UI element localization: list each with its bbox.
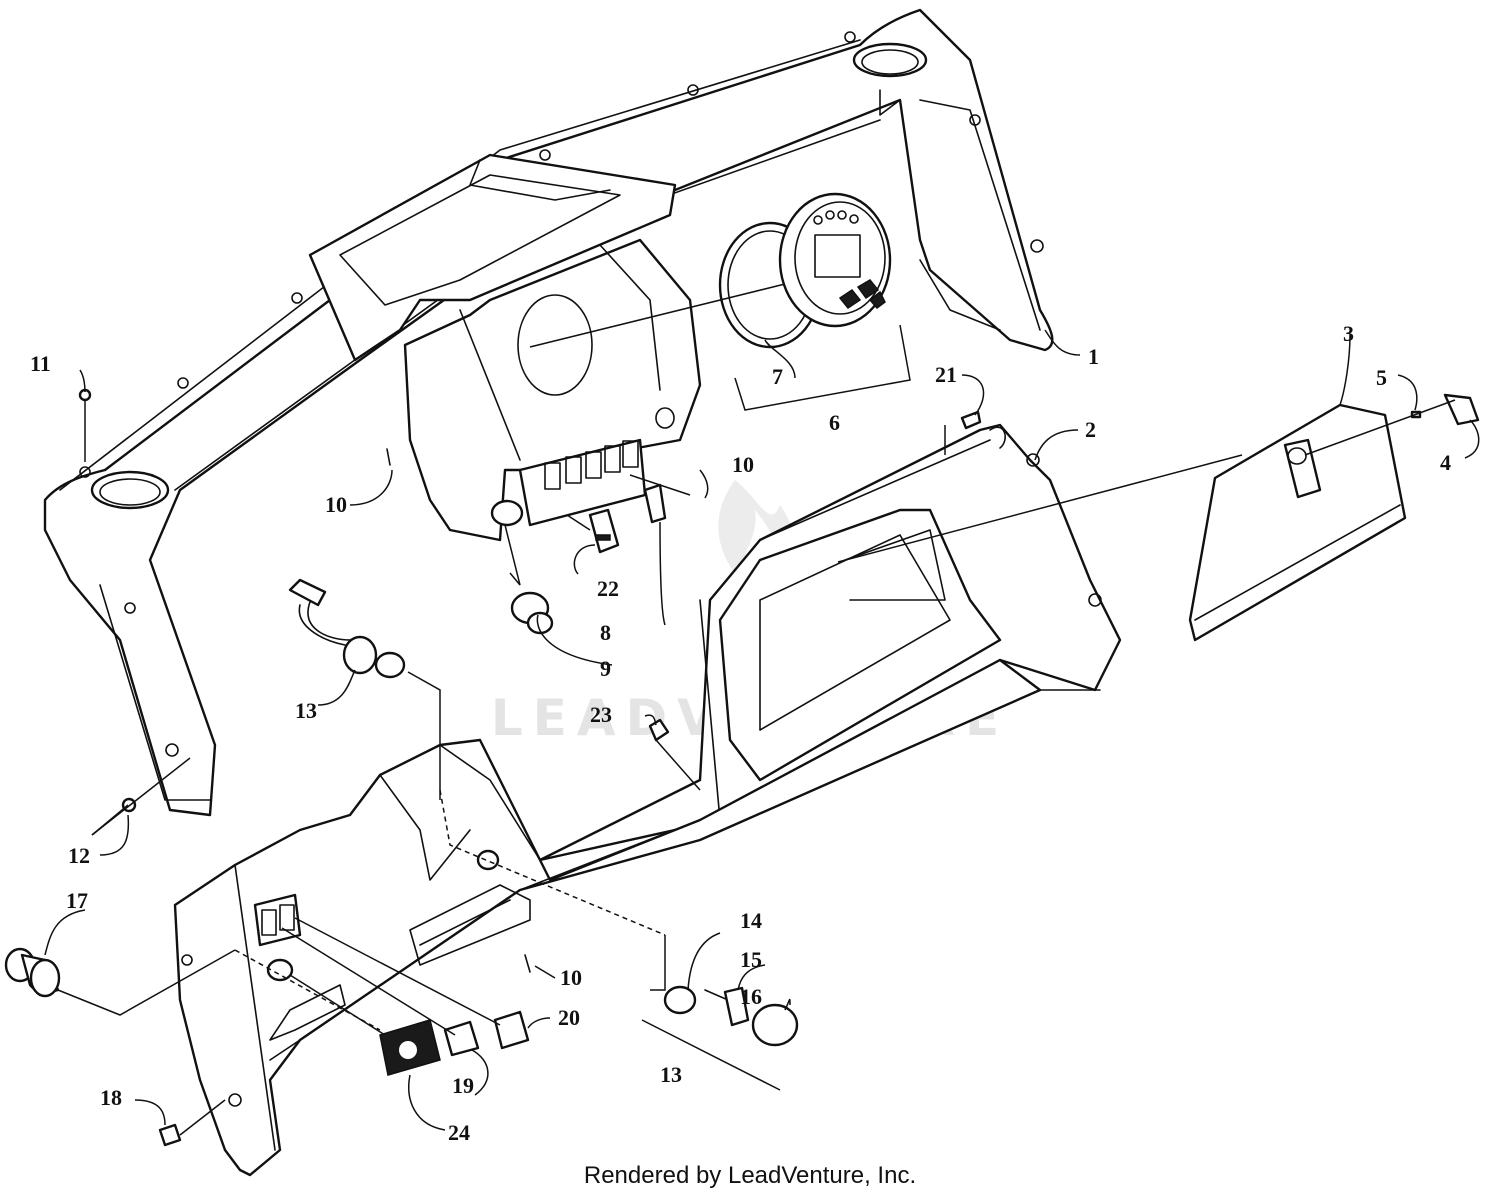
- screw-left: [386, 448, 391, 466]
- callout-2: 2: [1085, 417, 1096, 442]
- power-socket: [510, 591, 554, 635]
- rocker-switch-19: [443, 1020, 480, 1057]
- callout-10c: 10: [560, 965, 582, 990]
- callout-10b: 10: [732, 452, 754, 477]
- callout-11: 11: [30, 351, 51, 376]
- rocker-switch-top: [588, 508, 620, 554]
- leader-lines: [44, 283, 1480, 1136]
- callout-9: 9: [600, 656, 611, 681]
- callout-16: 16: [740, 984, 762, 1009]
- callout-13a: 13: [295, 698, 317, 723]
- callout-17: 17: [66, 888, 88, 913]
- callout-3: 3: [1343, 321, 1354, 346]
- ignition-key: [704, 986, 750, 1027]
- rocker-switch-20: [493, 1010, 530, 1050]
- ignition-knob: [751, 1003, 799, 1047]
- callout-10a: 10: [325, 492, 347, 517]
- ignition-switch-harness: [288, 578, 406, 679]
- latch-knob: [1443, 393, 1480, 426]
- callout-8: 8: [600, 620, 611, 645]
- callout-4: 4: [1440, 450, 1451, 475]
- bezel-nut: [663, 985, 697, 1015]
- key-switch: [4, 947, 61, 998]
- upper-dash-panel: [43, 8, 1054, 817]
- callout-5: 5: [1376, 365, 1387, 390]
- callout-19: 19: [452, 1073, 474, 1098]
- screw-lower: [524, 954, 531, 973]
- clip-top: [960, 410, 982, 430]
- gauge-cluster: [718, 192, 892, 349]
- callout-20: 20: [558, 1005, 580, 1030]
- callout-14: 14: [740, 908, 762, 933]
- callouts: 1 2 3 4 5 6 7 8 9 10 10 10 11 12 13 13 1…: [30, 321, 1451, 1145]
- callout-23: 23: [590, 702, 612, 727]
- blank-switch-plug: [643, 483, 667, 524]
- decal-plate: [379, 1019, 441, 1076]
- callout-7: 7: [772, 364, 783, 389]
- glovebox-door: [1188, 403, 1407, 642]
- callout-6: 6: [829, 410, 840, 435]
- clip-lower: [648, 718, 670, 742]
- speed-nut: [158, 1123, 182, 1147]
- lower-dash-frame: [538, 423, 1122, 862]
- callout-1: 1: [1088, 344, 1099, 369]
- callout-24: 24: [448, 1120, 470, 1145]
- footer-credit: Rendered by LeadVenture, Inc.: [583, 1162, 917, 1189]
- callout-13b: 13: [660, 1062, 682, 1087]
- callout-21: 21: [935, 362, 957, 387]
- callout-12: 12: [68, 843, 90, 868]
- callout-15: 15: [740, 947, 762, 972]
- callout-18: 18: [100, 1085, 122, 1110]
- callout-22: 22: [597, 576, 619, 601]
